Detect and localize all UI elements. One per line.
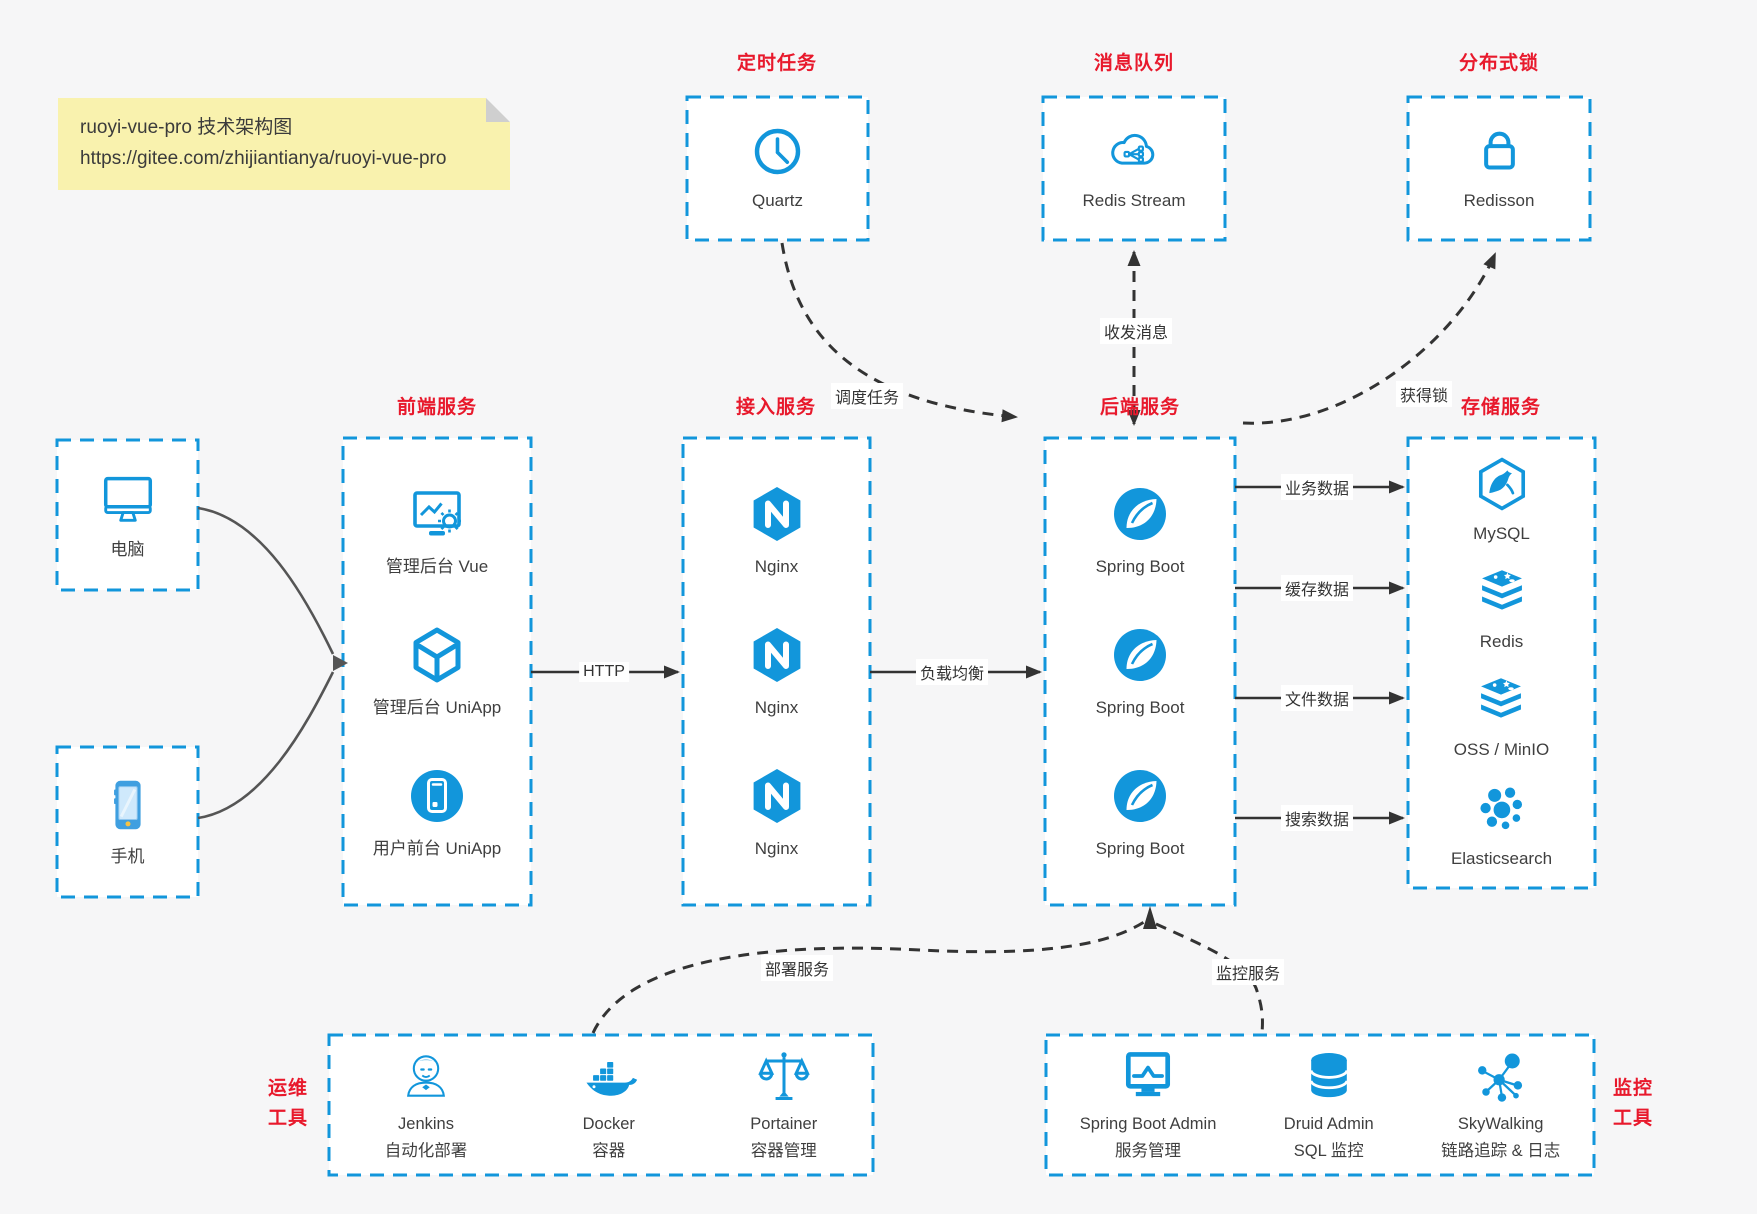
arrow-deploy-service	[591, 920, 1145, 1034]
diagram-node: Spring Boot	[1096, 482, 1184, 580]
diagram-node: Portainer 容器管理	[750, 1046, 817, 1164]
nginx-icon	[745, 764, 809, 828]
edge-label-deploy-service: 部署服务	[760, 955, 834, 981]
client-arrows	[197, 506, 348, 820]
diagram-node: Spring Boot Admin 服务管理	[1080, 1046, 1216, 1164]
docker-icon	[579, 1046, 639, 1106]
lock-icon	[1471, 123, 1528, 180]
spring-icon	[1108, 482, 1172, 546]
title-scheduled-tasks: 定时任务	[736, 53, 818, 74]
diagram-node: Spring Boot	[1096, 623, 1184, 721]
edge-label-send-receive-message: 收发消息	[1099, 318, 1173, 344]
solid-arrows	[531, 480, 1405, 825]
box-backend-services: Spring Boot Spring Boot Spring Boot	[1045, 438, 1235, 905]
diagram-node: Redis Stream	[1083, 123, 1185, 214]
elasticsearch-icon	[1472, 780, 1530, 838]
diagram-node: Redis	[1473, 563, 1531, 655]
box-pc-client: 电脑	[57, 440, 198, 590]
diagram-node: Elasticsearch	[1451, 780, 1552, 872]
box-monitor-tools: Spring Boot Admin 服务管理 Druid Admin SQL 监…	[1046, 1035, 1594, 1175]
box-distributed-lock: Redisson	[1408, 97, 1590, 240]
panel-pc-client	[55, 438, 200, 592]
sba-icon	[1118, 1046, 1178, 1106]
edge-label-schedule-task: 调度任务	[830, 383, 904, 409]
edge-label-acquire-lock: 获得锁	[1395, 381, 1453, 407]
edge-label-file-data: 文件数据	[1280, 685, 1354, 711]
arrow-mobile-to-frontend	[197, 671, 335, 820]
diagram-node: Spring Boot	[1096, 764, 1184, 862]
nginx-icon	[745, 482, 809, 546]
edge-label-cache-data: 缓存数据	[1280, 575, 1354, 601]
cube-icon	[405, 623, 469, 687]
diagram-node: Nginx	[745, 482, 809, 580]
side-label-monitor-tools: 监控 工具	[1612, 1078, 1654, 1129]
diagram-node: MySQL	[1473, 455, 1531, 547]
spring-icon	[1108, 764, 1172, 828]
box-frontend-services: 管理后台 Vue 管理后台 UniApp 用户前台 UniApp	[343, 438, 531, 905]
diagram-node: Docker 容器	[579, 1046, 639, 1164]
edge-label-http: HTTP	[579, 662, 629, 682]
title-gateway-services: 接入服务	[735, 397, 817, 418]
edge-label-search-data: 搜索数据	[1280, 805, 1354, 831]
diagram-node: 管理后台 Vue	[386, 482, 488, 580]
box-storage-services: MySQL Redis OSS / MinIO Elasticsearch	[1408, 438, 1595, 888]
box-message-queue: Redis Stream	[1043, 97, 1225, 240]
title-message-queue: 消息队列	[1093, 53, 1175, 74]
redis-icon	[1473, 563, 1531, 621]
diagram-node: 电脑	[97, 467, 159, 563]
note-url: https://gitee.com/zhijiantianya/ruoyi-vu…	[80, 148, 447, 169]
smartphone-icon	[97, 774, 159, 836]
spring-icon	[1108, 623, 1172, 687]
side-label-ops-tools: 运维 工具	[267, 1078, 309, 1129]
backend-up-arrowhead	[1143, 906, 1157, 929]
edge-label-load-balance: 负载均衡	[915, 659, 989, 685]
arrow-acquire-lock	[1242, 252, 1497, 425]
note-fold-corner	[486, 98, 510, 122]
title-frontend-services: 前端服务	[396, 397, 478, 418]
jenkins-icon	[396, 1046, 456, 1106]
edge-label-monitor-service: 监控服务	[1211, 959, 1285, 985]
arrow-pc-to-frontend	[197, 506, 335, 655]
sticky-note: ruoyi-vue-pro 技术架构图 https://gitee.com/zh…	[58, 98, 510, 190]
box-ops-tools: Jenkins 自动化部署 Docker 容器 Portainer 容器管理	[329, 1035, 873, 1175]
clock-icon	[749, 123, 806, 180]
arrow-schedule-task	[780, 242, 1018, 423]
portainer-icon	[754, 1046, 814, 1106]
diagram-node: 管理后台 UniApp	[373, 623, 501, 721]
druid-icon	[1299, 1046, 1359, 1106]
skywalking-icon	[1471, 1046, 1531, 1106]
title-storage-services: 存储服务	[1460, 397, 1542, 418]
box-scheduled-tasks: Quartz	[687, 97, 868, 240]
phone-circle-icon	[405, 764, 469, 828]
edge-label-business-data: 业务数据	[1280, 474, 1354, 500]
note-title: ruoyi-vue-pro 技术架构图	[80, 117, 293, 138]
box-gateway-services: Nginx Nginx Nginx	[683, 438, 870, 905]
diagram-node: SkyWalking 链路追踪 & 日志	[1441, 1046, 1560, 1164]
title-backend-services: 后端服务	[1099, 397, 1181, 418]
client-arrowhead	[333, 655, 348, 671]
diagram-node: Nginx	[745, 623, 809, 721]
diagram-node: OSS / MinIO	[1454, 671, 1549, 763]
diagram-node: Quartz	[749, 123, 806, 214]
nginx-icon	[745, 623, 809, 687]
diagram-node: Jenkins 自动化部署	[385, 1046, 467, 1164]
diagram-node: Redisson	[1464, 123, 1534, 214]
diagram-node: 用户前台 UniApp	[373, 764, 501, 862]
desktop-icon	[97, 467, 159, 529]
diagram-node: Druid Admin SQL 监控	[1284, 1046, 1374, 1164]
diagram-node: Nginx	[745, 764, 809, 862]
cloud-share-icon	[1105, 123, 1162, 180]
mysql-icon	[1473, 455, 1531, 513]
panel-scheduled-tasks	[685, 95, 870, 242]
box-mobile-client: 手机	[57, 747, 198, 897]
title-distributed-lock: 分布式锁	[1458, 53, 1540, 74]
panel-message-queue	[1041, 95, 1227, 242]
diagram-node: 手机	[97, 774, 159, 870]
redis-icon	[1472, 671, 1530, 729]
admin-vue-icon	[405, 482, 469, 546]
